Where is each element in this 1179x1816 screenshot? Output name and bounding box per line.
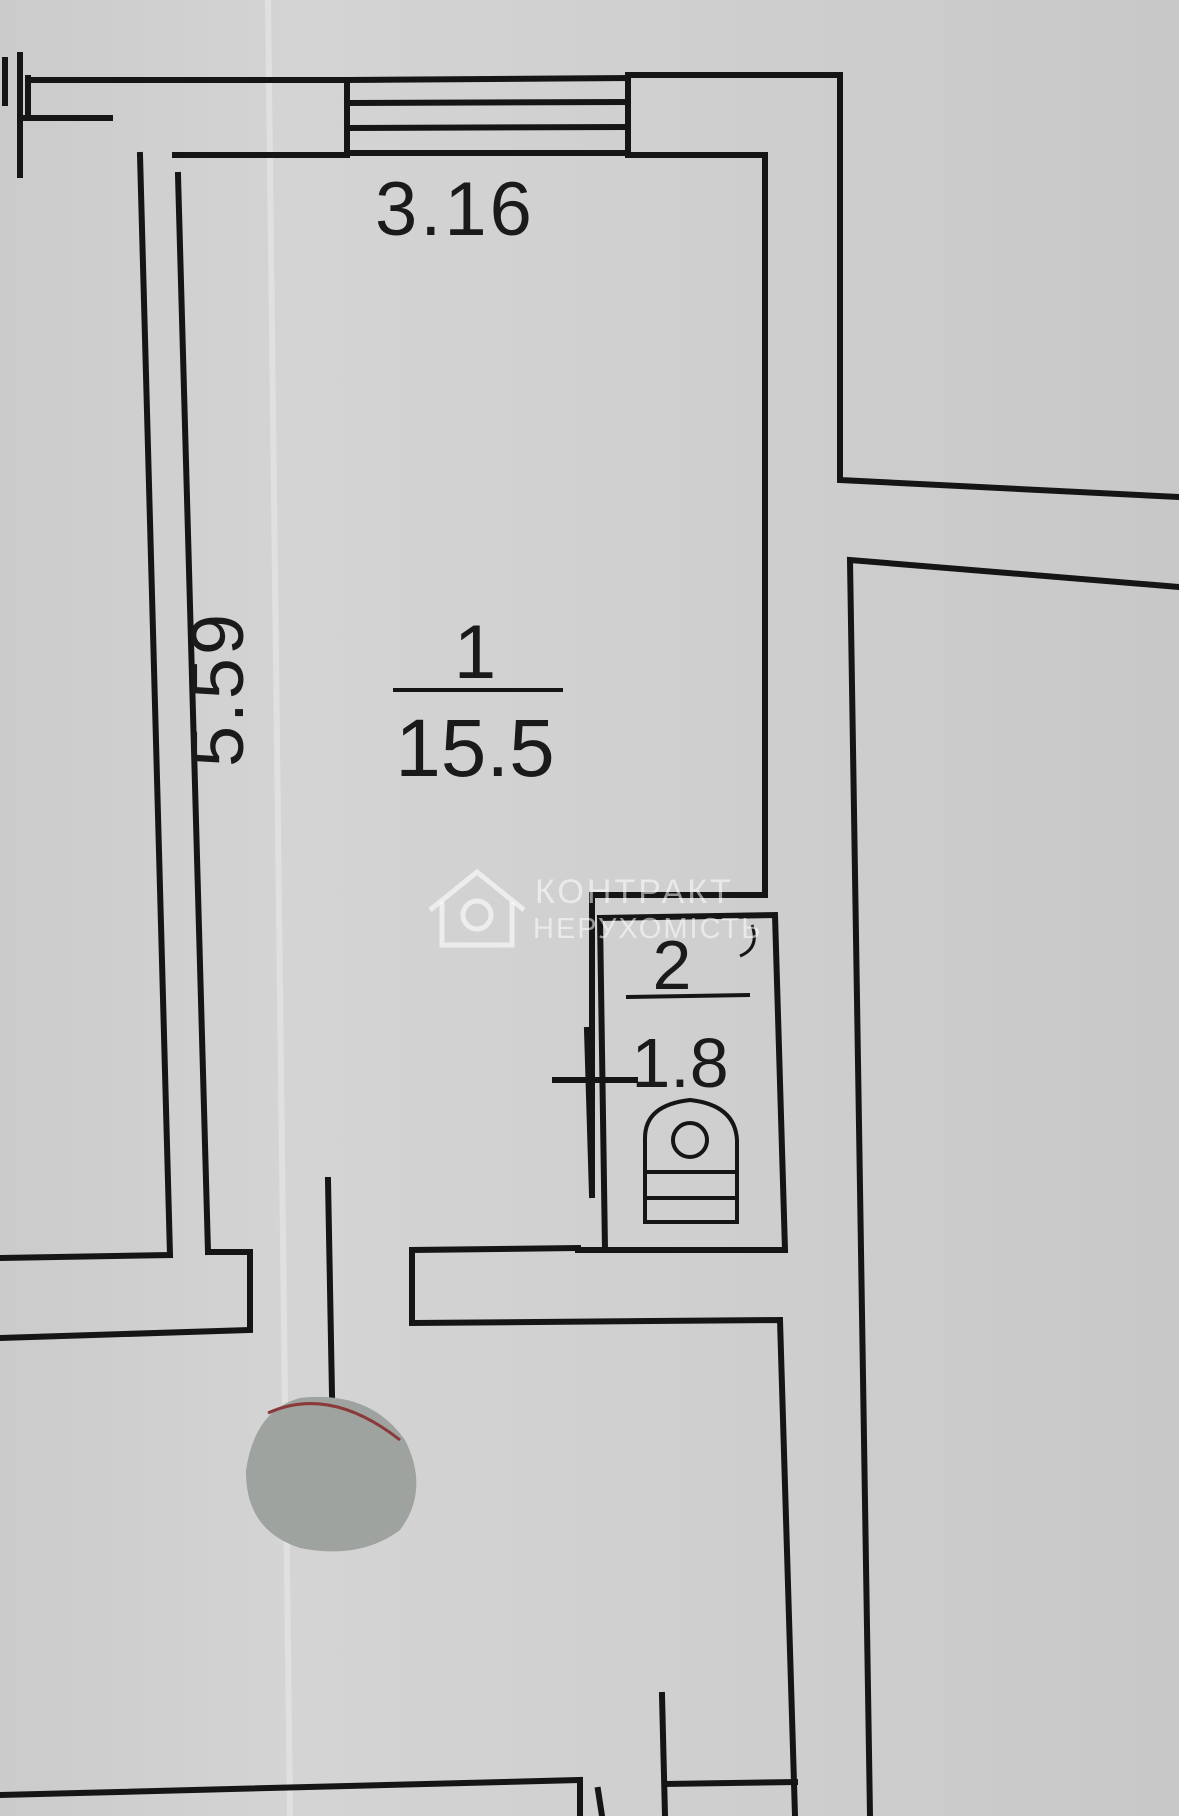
redacted-blob-edge <box>267 1402 401 1442</box>
bathroom-inner <box>596 911 789 1253</box>
exterior-wall-top-inner-right <box>625 72 768 863</box>
dimension-top-width: 3.16 <box>375 167 535 252</box>
bathroom-door-edge <box>583 1026 596 1199</box>
watermark-line-2: НЕРУХОМІСТЬ <box>533 913 763 945</box>
bathroom-walls <box>589 857 768 1193</box>
room-2-number: 2 <box>652 926 692 1004</box>
window <box>343 74 632 156</box>
exterior-wall-top-outer-right <box>625 72 1179 501</box>
room1-bottom-wall-right <box>409 1244 799 1816</box>
house-logo-icon <box>428 868 526 948</box>
walls <box>0 52 1179 1816</box>
north-arrow-icon <box>2 52 113 178</box>
room-1-area: 15.5 <box>395 703 555 794</box>
left-partition-outer <box>0 151 174 1262</box>
right-room-wall <box>846 556 1179 1816</box>
left-partition-inner <box>174 171 212 1256</box>
bottom-wall <box>0 1776 583 1816</box>
exterior-wall-top-left <box>27 77 350 158</box>
door-swing-line <box>324 1176 336 1399</box>
room1-bottom-wall-left <box>0 1249 253 1342</box>
toilet-icon <box>643 924 756 1224</box>
bottom-wall-right <box>661 1778 799 1788</box>
room-1-number: 1 <box>453 610 497 695</box>
bottom-door-mark-2 <box>658 1691 669 1816</box>
room2-fraction-bar <box>625 993 751 999</box>
watermark-line-1: КОНТРАКТ <box>535 873 734 911</box>
bottom-door-mark-1 <box>594 1786 606 1816</box>
room-2-area: 1.8 <box>631 1024 729 1102</box>
redacted-blob <box>245 1396 417 1552</box>
dimension-left-length: 5.59 <box>176 610 259 768</box>
